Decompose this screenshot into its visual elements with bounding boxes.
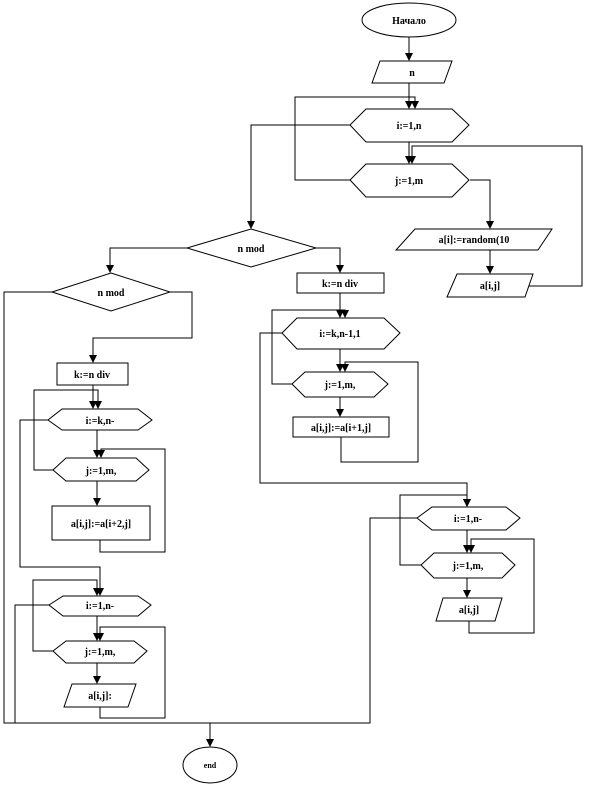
- end-label: end: [204, 761, 217, 770]
- loop-i-left: i:=k,n-: [47, 408, 153, 431]
- loop-j1: j:=1,m: [349, 163, 470, 198]
- loop-i-out-left-label: i:=1,n-: [86, 601, 114, 612]
- connector-out-left-output-back-j: [96, 626, 166, 719]
- connector-decision2-left: [3, 291, 210, 724]
- loop-i-right-label: i:=k,n-1,1: [319, 329, 360, 340]
- assign-right-label: a[i,j]:=a[i+1,j]: [311, 423, 371, 434]
- connector-decision2-right: [89, 291, 193, 363]
- loop-j-out-right-label: j:=1,m,: [452, 561, 484, 572]
- loop-j1-label: j:=1,m: [394, 176, 424, 187]
- connector-out-left-j-back-i: [32, 579, 101, 652]
- k-div-left-label: k:=n div: [74, 370, 110, 381]
- connector-left-j-back-i: [33, 389, 102, 471]
- connector-decision1-left: [106, 247, 187, 273]
- loop-i1-label: i:=1,n: [397, 121, 422, 132]
- input-n: n: [371, 60, 453, 84]
- loop-j-left: j:=1,m,: [52, 457, 150, 482]
- output-aij1: a[i,j]: [446, 273, 534, 298]
- assign-left: a[i,j]:=a[i+2,j]: [51, 505, 151, 541]
- loop-j-out-left: j:=1,m,: [52, 640, 148, 664]
- decision1-label: n mod: [238, 244, 265, 255]
- loop-i1: i:=1,n: [349, 108, 470, 143]
- loop-j-right-label: j:=1,m,: [324, 380, 356, 391]
- decision1: n mod: [185, 228, 318, 268]
- output-aij1-label: a[i,j]: [480, 281, 500, 292]
- k-div-left: k:=n div: [56, 362, 129, 386]
- assign-random-label: a[i]:=random(10: [439, 235, 510, 246]
- loop-j-left-label: j:=1,m,: [85, 466, 117, 477]
- assign-random: a[i]:=random(10: [394, 228, 553, 251]
- connector-output-back-j: [408, 145, 583, 287]
- output-right: a[i,j]: [435, 597, 503, 622]
- loop-i-out-left: i:=1,n-: [48, 595, 152, 617]
- connector-out-right-exit-merge: [210, 517, 417, 724]
- k-div-right: k:=n div: [296, 272, 385, 294]
- output-left: a[i,j]:: [63, 683, 137, 708]
- assign-left-label: a[i,j]:=a[i+2,j]: [71, 519, 131, 530]
- output-right-label: a[i,j]: [459, 605, 479, 616]
- start-label: Начало: [392, 16, 426, 27]
- end-terminal: end: [182, 746, 238, 784]
- start-terminal: Начало: [361, 2, 457, 38]
- output-left-label: a[i,j]:: [88, 691, 112, 702]
- assign-right: a[i,j]:=a[i+1,j]: [292, 416, 390, 438]
- connector-loop-j-random: [470, 179, 494, 229]
- k-div-right-label: k:=n div: [322, 279, 358, 290]
- connector-out-right-j-back-i: [399, 494, 471, 566]
- loop-i-out-right-label: i:=1,n-: [454, 514, 482, 525]
- loop-i-right: i:=k,n-1,1: [281, 317, 401, 350]
- connector-loop-i-decision1: [247, 124, 350, 229]
- connector-loop-j-back-i: [294, 96, 419, 181]
- decision2: n mod: [50, 272, 172, 312]
- connector-right-exit-output: [259, 332, 471, 507]
- loop-j-out-right: j:=1,m,: [420, 552, 516, 579]
- decision2-label: n mod: [98, 288, 125, 299]
- loop-j-out-left-label: j:=1,m,: [84, 647, 116, 658]
- input-n-label: n: [409, 68, 415, 79]
- loop-i-left-label: i:=k,n-: [86, 416, 115, 427]
- connector-left-exit-output: [19, 419, 104, 596]
- connector-left-assign-back-j: [97, 448, 166, 553]
- connector-right-j-back-i: [271, 309, 349, 385]
- connector-decision1-right: [316, 247, 344, 273]
- loop-j-right: j:=1,m,: [291, 371, 389, 398]
- connector-out-left-exit-merge: [14, 604, 49, 723]
- connector-right-assign-back-j: [340, 361, 419, 463]
- connectors: [3, 37, 583, 747]
- loop-i-out-right: i:=1,n-: [416, 506, 521, 531]
- connector-out-right-output-back-j: [467, 538, 535, 634]
